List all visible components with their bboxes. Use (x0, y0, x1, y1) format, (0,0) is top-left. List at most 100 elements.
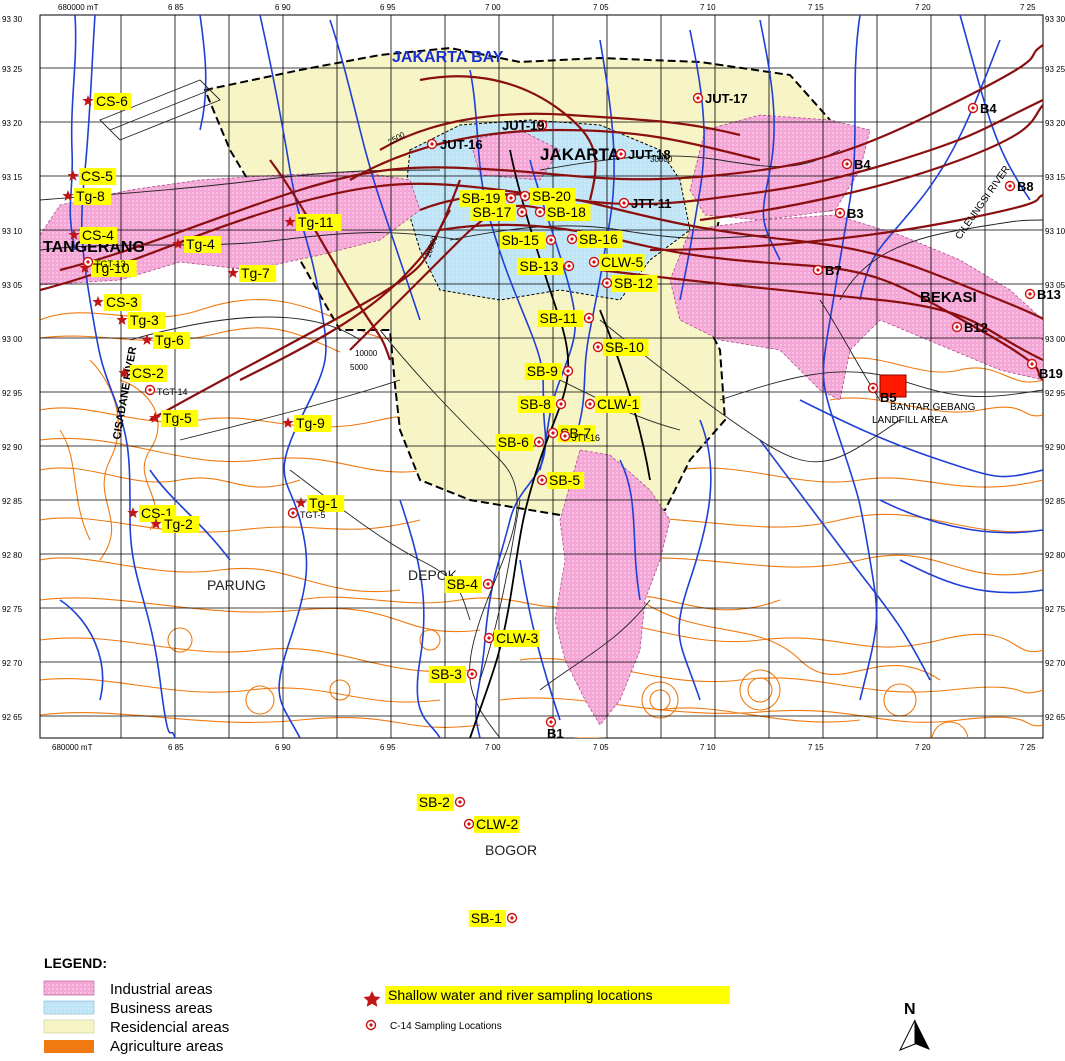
c14-sampling-site[interactable]: JTT-11 (618, 196, 672, 211)
legend-swatch-agriculture (44, 1040, 94, 1053)
shallow-sampling-site[interactable]: Tg-4 (172, 236, 222, 253)
site-label-text: B13 (1037, 287, 1061, 302)
star-icon (68, 229, 80, 240)
c14-point-icon (615, 148, 627, 160)
legend-shallow-highlight (385, 986, 730, 1004)
shallow-sampling-site[interactable]: Tg-3 (116, 312, 166, 329)
shallow-sampling-site[interactable]: Tg-6 (141, 332, 191, 349)
c14-sampling-site[interactable]: B19 (1026, 358, 1063, 382)
site-label-highlight (494, 630, 540, 647)
site-label-text: Tg-1 (309, 495, 338, 511)
c14-sampling-site[interactable]: JTT-16 (559, 430, 601, 444)
c14-point-icon (563, 260, 575, 272)
site-label-text: Tg-5 (163, 410, 192, 426)
c14-sampling-site[interactable]: SB-5 (536, 472, 585, 489)
c14-point-icon (466, 668, 478, 680)
c14-sampling-site[interactable]: B3 (834, 206, 864, 221)
c14-point-icon (1026, 358, 1038, 370)
site-label-text: SB-10 (605, 339, 644, 355)
c14-sampling-site[interactable]: SB-8 (517, 396, 567, 413)
c14-sampling-site[interactable]: SB-9 (524, 363, 574, 380)
c14-sampling-site[interactable]: B1 (545, 716, 564, 742)
site-label-text: JTT-16 (572, 433, 600, 443)
c14-sampling-site[interactable]: CLW-2 (463, 816, 520, 833)
c14-sampling-site[interactable]: B7 (812, 263, 842, 278)
shallow-sampling-site[interactable]: Tg-5 (149, 410, 199, 427)
site-label-text: JUT-16 (440, 137, 483, 152)
site-label: SB-3 (428, 666, 466, 683)
c14-sampling-site[interactable]: SB-2 (416, 794, 466, 811)
shallow-sampling-site[interactable]: Tg-7 (227, 265, 277, 282)
c14-sampling-site[interactable]: CLW-5 (588, 254, 645, 271)
top-tick-label: 7 20 (915, 3, 931, 12)
site-label-highlight (444, 576, 482, 593)
star-icon (127, 507, 139, 518)
top-tick-label: 6 95 (380, 3, 396, 12)
shallow-sampling-site[interactable]: Tg-2 (150, 516, 200, 533)
shallow-sampling-site[interactable]: Tg-10 (79, 260, 137, 277)
site-label: SB-17 (470, 204, 516, 221)
c14-sampling-site[interactable]: B12 (951, 320, 988, 335)
c14-sampling-site[interactable]: SB-13 (517, 258, 575, 275)
c14-sampling-site[interactable]: JUT-16 (426, 137, 483, 152)
c14-sampling-site[interactable]: JUT-17 (692, 91, 748, 106)
c14-point-icon (506, 912, 518, 924)
c14-point-icon (967, 102, 979, 114)
c14-sampling-site[interactable]: SB-12 (601, 275, 658, 292)
shallow-sampling-site[interactable]: Tg-1 (295, 495, 345, 512)
site-label-text: Tg-9 (296, 415, 325, 431)
legend: LEGEND: Industrial areas Business areas … (43, 955, 930, 1055)
groundwater-contours (40, 44, 1043, 421)
c14-sampling-site[interactable]: SB-6 (495, 434, 545, 451)
star-icon (282, 417, 294, 428)
right-tick-label: 92 75 (1045, 605, 1065, 614)
c14-sampling-site[interactable]: SB-11 (537, 310, 595, 327)
site-label-highlight (599, 254, 645, 271)
shallow-sampling-site[interactable]: Tg-8 (62, 188, 112, 205)
c14-sampling-site[interactable]: TGT-5 (287, 507, 326, 521)
c14-sampling-site[interactable]: SB-17 (470, 204, 528, 221)
c14-sampling-site[interactable]: SB-19 (459, 190, 517, 207)
shallow-sampling-site[interactable]: CS-3 (92, 294, 142, 311)
site-label-highlight (517, 396, 555, 413)
c14-sampling-site[interactable]: TGT-14 (144, 384, 188, 398)
c14-point-icon (812, 264, 824, 276)
c14-sampling-site[interactable]: B5 (867, 382, 897, 406)
c14-sampling-site[interactable]: SB-4 (444, 576, 494, 593)
c14-sampling-site[interactable]: SB-3 (428, 666, 478, 683)
shallow-sampling-site[interactable]: CS-2 (118, 365, 168, 382)
site-label-highlight (307, 495, 345, 512)
legend-industrial-label: Industrial areas (110, 981, 213, 998)
c14-sampling-site[interactable]: SB-1 (468, 910, 518, 927)
site-label: CLW-5 (599, 254, 645, 271)
c14-sampling-site[interactable]: CLW-3 (483, 630, 540, 647)
shallow-sampling-site[interactable]: CS-6 (82, 93, 132, 110)
jakarta-label: JAKARTA (540, 145, 620, 164)
bottom-tick-label: 7 05 (593, 743, 609, 752)
c14-sampling-site[interactable]: B13 (1024, 287, 1061, 302)
c14-sampling-site[interactable]: SB-18 (534, 204, 591, 221)
c14-point-icon (144, 384, 156, 396)
c14-sampling-site[interactable]: B4 (841, 157, 872, 172)
c14-sampling-site[interactable]: B4 (967, 101, 998, 116)
right-tick-label: 92 85 (1045, 497, 1065, 506)
c14-sampling-site[interactable]: SB-16 (566, 231, 623, 248)
c14-sampling-site[interactable]: Sb-15 (499, 232, 557, 249)
site-label: SB-6 (495, 434, 533, 451)
shallow-sampling-site[interactable]: Tg-11 (284, 214, 342, 231)
shallow-sampling-site[interactable]: CS-5 (67, 168, 117, 185)
site-label-highlight (416, 794, 454, 811)
c14-point-icon (426, 138, 438, 150)
c14-sampling-site[interactable]: SB-10 (592, 339, 649, 356)
top-tick-label: 6 90 (275, 3, 291, 12)
c14-sampling-site[interactable]: JUT-19 (502, 118, 548, 133)
c14-sampling-site[interactable]: CLW-1 (584, 396, 641, 413)
c14-sampling-site[interactable]: JUT-18 (615, 147, 671, 162)
c14-sampling-site[interactable]: SB-20 (519, 188, 576, 205)
shallow-sampling-site[interactable]: CS-4 (68, 227, 118, 244)
shallow-sampling-site[interactable]: Tg-9 (282, 415, 332, 432)
c14-sampling-site[interactable]: TGT-13 (82, 256, 126, 270)
c14-sampling-site[interactable]: B8 (1004, 179, 1034, 194)
right-tick-label: 92 65 (1045, 713, 1065, 722)
